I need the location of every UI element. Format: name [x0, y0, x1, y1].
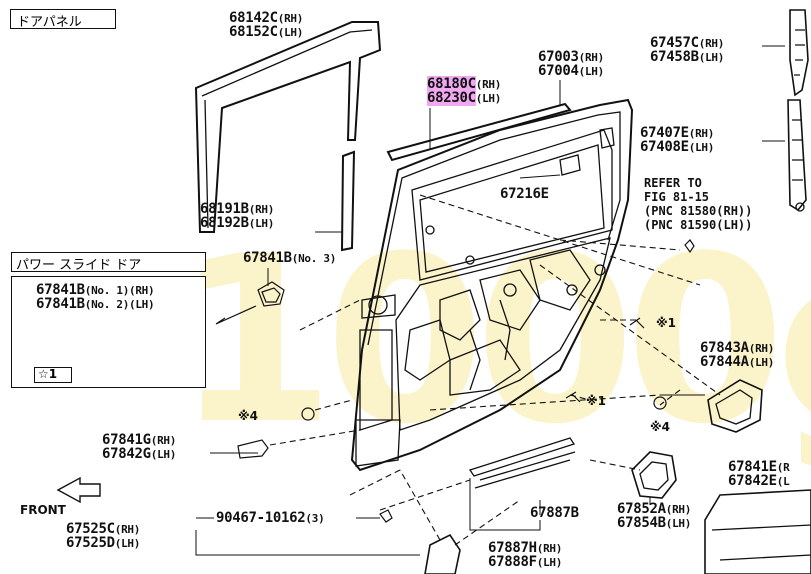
label-67887h[interactable]: 67887H(RH)	[488, 540, 563, 556]
inset-part-a: 67841B(No. 1)(RH)	[36, 282, 155, 298]
label-67852a[interactable]: 67852A(RH)	[617, 501, 692, 517]
front-label: FRONT	[20, 503, 66, 517]
label-90467-10162[interactable]: 90467-10162(3)	[216, 510, 325, 526]
mark-4b: ※4	[650, 420, 671, 434]
inset-part-a-id: 67841B	[36, 282, 85, 298]
label-68180c[interactable]: 68180C(RH)	[427, 76, 502, 92]
label-67842e[interactable]: 67842E(L	[728, 473, 790, 489]
power-slide-title: パワー スライド ドア	[16, 258, 142, 273]
label-67004[interactable]: 67004(LH)	[538, 63, 604, 79]
inset-part-b-note: (No. 2)(LH)	[84, 298, 155, 311]
label-68192b[interactable]: 68192B(LH)	[200, 215, 275, 231]
label-67407e[interactable]: 67407E(RH)	[640, 125, 715, 141]
power-slide-inset-box: 67841B(No. 1)(RH) 67841B(No. 2)(LH) ☆1	[11, 276, 206, 388]
pad-67843a-drawing	[707, 379, 763, 433]
leader-lines	[269, 194, 721, 546]
inset-mark: ☆1	[38, 367, 58, 381]
solid-leaders	[195, 45, 785, 556]
refer-line-4: (PNC 81590(LH))	[644, 218, 753, 232]
mark-4a: ※4	[238, 409, 259, 423]
front-arrow	[56, 476, 101, 504]
label-67887b[interactable]: 67887B	[530, 505, 579, 521]
label-67457c[interactable]: 67457C(RH)	[650, 35, 725, 51]
label-67888f[interactable]: 67888F(LH)	[488, 554, 563, 570]
label-67003[interactable]: 67003(RH)	[538, 49, 604, 65]
label-68230c[interactable]: 68230C(LH)	[427, 90, 502, 106]
label-67841e[interactable]: 67841E(R	[728, 459, 790, 475]
trim-67841e-drawing	[704, 489, 811, 574]
label-68142c[interactable]: 68142C(RH)	[229, 10, 304, 26]
inset-part-b-id: 67841B	[36, 296, 85, 312]
rail-drawing	[468, 437, 576, 477]
label-67841b-no3[interactable]: 67841B(No. 3)	[243, 250, 337, 266]
inset-part-a-note: (No. 1)(RH)	[84, 284, 155, 297]
inset-mark-box: ☆1	[34, 367, 72, 383]
section-label-box: ドアパネル	[10, 9, 116, 30]
section-label: ドアパネル	[17, 15, 82, 30]
mark-1a: ※1	[656, 316, 677, 330]
label-67216e[interactable]: 67216E	[500, 186, 549, 202]
label-67458b[interactable]: 67458B(LH)	[650, 49, 725, 65]
label-67842g[interactable]: 67842G(LH)	[102, 446, 177, 462]
label-67843a[interactable]: 67843A(RH)	[700, 340, 775, 356]
label-67841g[interactable]: 67841G(RH)	[102, 432, 177, 448]
hinge-parts-drawing	[787, 9, 809, 212]
label-67844a[interactable]: 67844A(LH)	[700, 354, 775, 370]
label-67525c[interactable]: 67525C(RH)	[66, 521, 141, 537]
refer-line-2: FIG 81-15	[644, 190, 710, 204]
clip-drawings	[215, 239, 695, 523]
watermark-text: 1000g	[175, 208, 811, 475]
refer-line-1: REFER TO	[644, 176, 702, 190]
mark-1b: ※1	[586, 394, 607, 408]
inset-part-b: 67841B(No. 2)(LH)	[36, 296, 155, 312]
label-68152c[interactable]: 68152C(LH)	[229, 24, 304, 40]
door-panel-drawing	[350, 98, 634, 472]
pad-67852a-drawing	[631, 451, 677, 499]
run-channel-drawing	[194, 21, 382, 252]
weatherstrip-drawing	[386, 102, 572, 162]
refer-line-3: (PNC 81580(RH))	[644, 204, 753, 218]
label-68191b[interactable]: 68191B(RH)	[200, 201, 275, 217]
label-67854b[interactable]: 67854B(LH)	[617, 515, 692, 531]
power-slide-title-box: パワー スライド ドア	[11, 252, 206, 273]
bracket-67525-drawing	[424, 533, 461, 574]
label-67525d[interactable]: 67525D(LH)	[66, 535, 141, 551]
label-67408e[interactable]: 67408E(LH)	[640, 139, 715, 155]
